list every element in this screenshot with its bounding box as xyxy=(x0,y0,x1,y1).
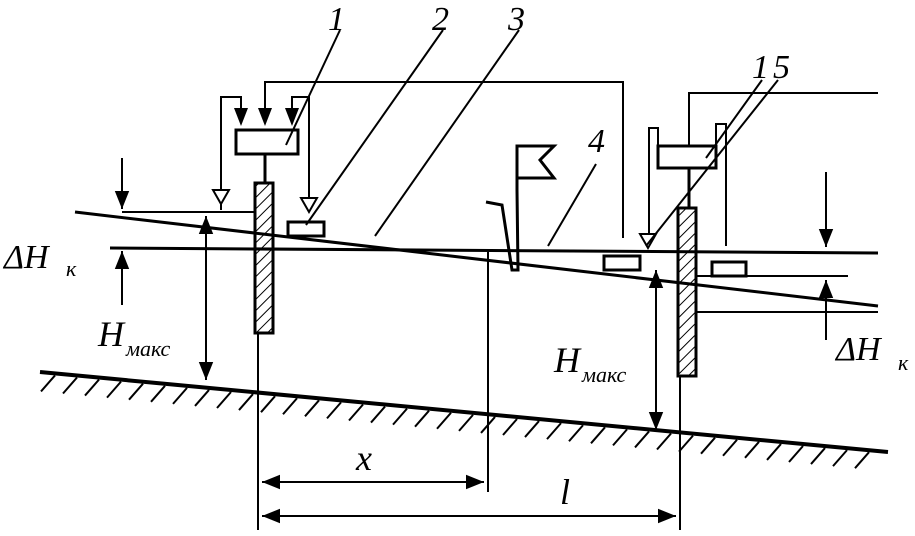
ground-hatch-stroke xyxy=(194,389,210,407)
ground-hatch-stroke xyxy=(326,401,342,420)
ground-hatch-stroke xyxy=(348,403,364,422)
leader-lines xyxy=(285,29,779,247)
ground-line xyxy=(39,370,889,454)
label-1-right: 1 xyxy=(752,49,769,86)
label-hmax-right: H xyxy=(553,340,582,380)
label-hmax-left-sub: макс xyxy=(125,336,170,361)
ground-hatch-stroke xyxy=(282,397,298,415)
left-controller-box xyxy=(234,128,300,156)
ground-hatch-stroke xyxy=(590,426,606,444)
label-5: 5 xyxy=(773,49,790,86)
ground-hatching xyxy=(40,374,870,469)
label-hmax-left: H xyxy=(97,314,126,354)
ground-hatch-stroke xyxy=(766,443,782,461)
ground-hatch-stroke xyxy=(216,391,232,409)
label-4: 4 xyxy=(588,123,605,160)
ground-hatch-stroke xyxy=(568,424,584,442)
ground-hatch-stroke xyxy=(722,439,738,457)
ground-hatch-stroke xyxy=(106,380,122,399)
ground-hatch-stroke xyxy=(524,420,540,438)
label-l: l xyxy=(560,472,570,512)
ground-hatch-stroke xyxy=(436,412,452,430)
left-float xyxy=(286,220,326,238)
ground-hatch-stroke xyxy=(678,434,694,453)
ground-hatch-stroke xyxy=(304,399,320,417)
right-float-5 xyxy=(602,254,642,272)
ground-hatch-stroke xyxy=(172,387,188,405)
water-lines xyxy=(74,210,879,313)
ground-hatch-stroke xyxy=(832,449,848,467)
sloped-water-line xyxy=(74,210,879,308)
ground-hatch-stroke xyxy=(84,378,100,397)
label-delta-h-right-sub: к xyxy=(898,350,909,375)
ground-hatch-stroke xyxy=(788,445,804,463)
label-delta-h-right: ΔH xyxy=(834,331,883,368)
ground-hatch-stroke xyxy=(238,393,254,411)
right-float xyxy=(710,260,748,278)
ground-hatch-stroke xyxy=(546,422,562,440)
ground-hatch-stroke xyxy=(128,383,144,401)
ground-hatch-stroke xyxy=(744,441,760,459)
ground-hatch-stroke xyxy=(260,395,276,413)
ground-hatch-stroke xyxy=(40,374,56,393)
label-x: x xyxy=(355,438,372,478)
label-delta-h-left-sub: к xyxy=(66,256,77,281)
ground-hatch-stroke xyxy=(854,451,870,469)
label-delta-h-left: ΔH xyxy=(2,239,51,276)
right-pipe xyxy=(676,206,698,378)
ground xyxy=(39,370,889,469)
ground-hatch-stroke xyxy=(502,418,518,436)
right-controller xyxy=(602,92,878,278)
ground-hatch-stroke xyxy=(458,414,474,432)
level-line xyxy=(109,246,879,255)
flag-marker xyxy=(485,144,558,272)
ground-hatch-stroke xyxy=(150,385,166,403)
label-3: 3 xyxy=(507,1,525,38)
left-controller xyxy=(211,81,624,238)
dimension-arrows xyxy=(114,158,834,530)
ground-hatch-stroke xyxy=(612,428,628,447)
label-hmax-right-sub: макс xyxy=(581,362,626,387)
label-1-left: 1 xyxy=(328,1,345,38)
ground-hatch-stroke xyxy=(62,376,78,395)
ground-hatch-stroke xyxy=(656,432,672,451)
ground-hatch-stroke xyxy=(414,410,430,428)
ground-hatch-stroke xyxy=(370,405,386,424)
ground-hatch-stroke xyxy=(392,407,408,426)
ground-hatch-stroke xyxy=(810,447,826,465)
left-pipe xyxy=(253,181,275,335)
ground-hatch-stroke xyxy=(634,430,650,449)
label-2: 2 xyxy=(432,1,449,38)
ground-hatch-stroke xyxy=(700,437,716,455)
